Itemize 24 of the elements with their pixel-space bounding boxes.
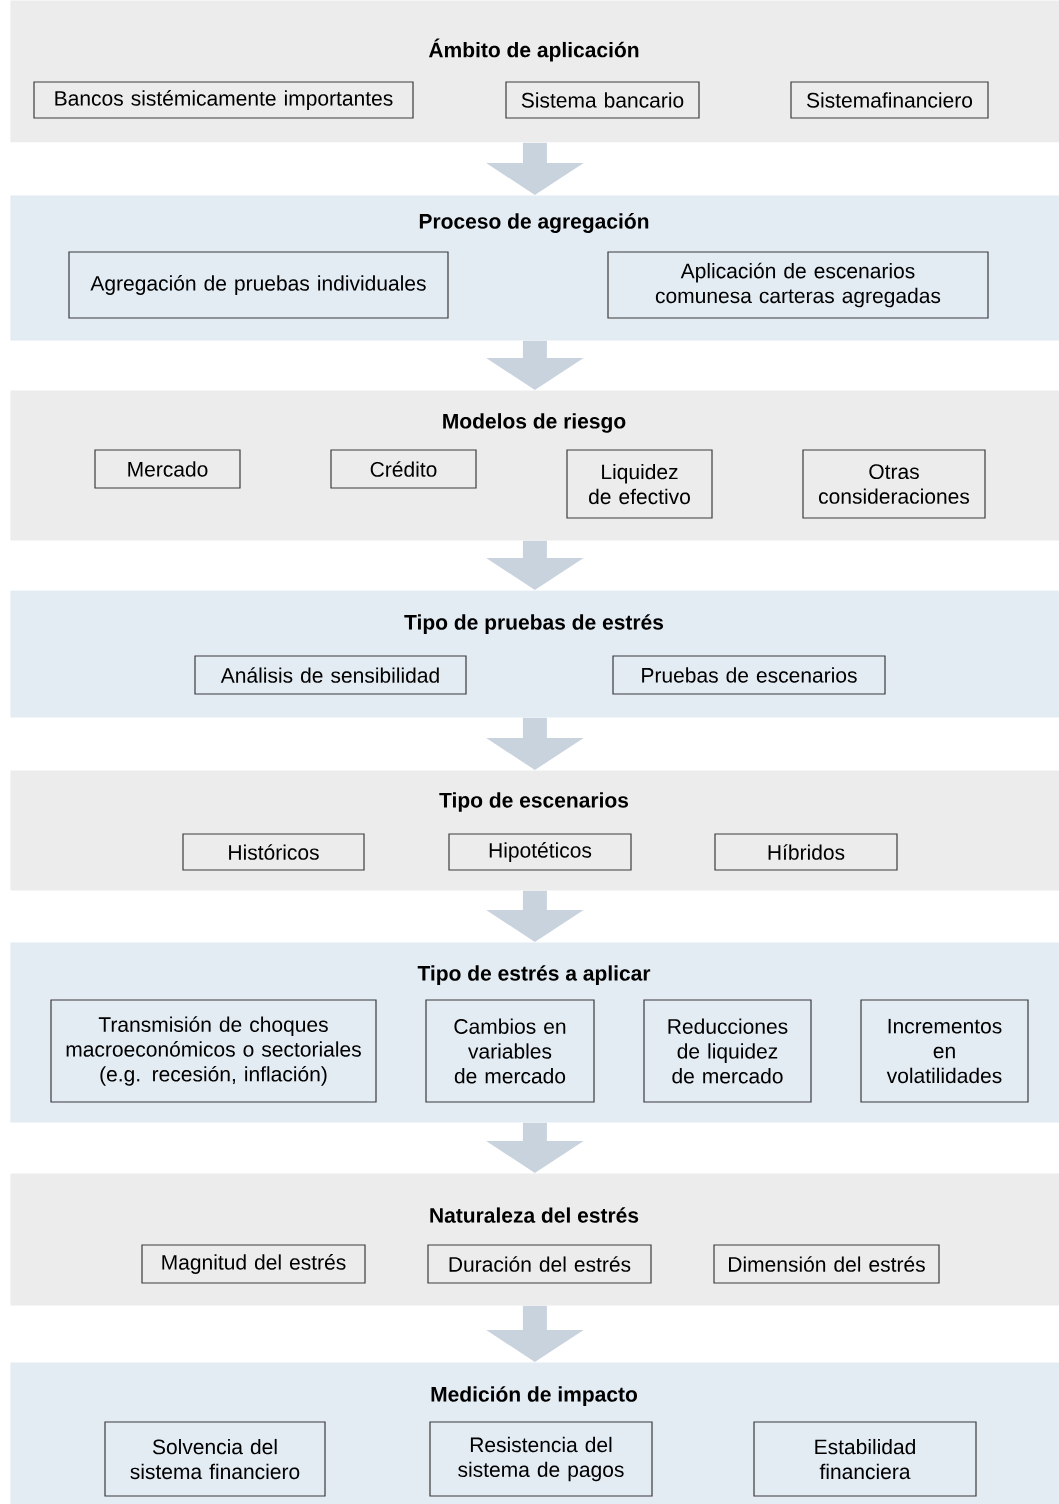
text-box: Reducciones de liquidez de mercado bbox=[643, 999, 812, 1103]
text-box: Bancos sistémicamente importantes bbox=[33, 81, 414, 119]
text-box: Estabilidad financiera bbox=[753, 1421, 977, 1497]
text-box: Hipotéticos bbox=[448, 833, 632, 871]
text-box: Cambios en variables de mercado bbox=[425, 999, 595, 1103]
text-box: Resistencia del sistema de pagos bbox=[429, 1421, 653, 1497]
text-box: Magnitud del estrés bbox=[141, 1244, 366, 1284]
text-box: Análisis de sensibilidad bbox=[194, 655, 467, 695]
text-box: Sistemafinanciero bbox=[790, 81, 989, 119]
text-box: Transmisión de choques macroeconómicos o sectoriales (e.g. recesión, inflación) bbox=[50, 999, 377, 1103]
text-box: Pruebas de escenarios bbox=[612, 655, 886, 695]
text-box: Liquidez de efectivo bbox=[566, 449, 713, 519]
text-box: Sistema bancario bbox=[505, 81, 700, 119]
text-box: Solvencia del sistema financiero bbox=[104, 1421, 326, 1497]
text-box: Dimensión del estrés bbox=[713, 1244, 940, 1284]
text-box: Otras consideraciones bbox=[802, 449, 986, 519]
text-box: Mercado bbox=[94, 449, 241, 489]
text-box: Duración del estrés bbox=[427, 1244, 652, 1284]
text-box: Históricos bbox=[182, 833, 365, 871]
text-box: Incrementos en volatilidades bbox=[860, 999, 1029, 1103]
text-box: Aplicación de escenarios comunesa carteras agregadas bbox=[607, 251, 989, 319]
text-box: Crédito bbox=[330, 449, 477, 489]
text-box: Agregación de pruebas individuales bbox=[68, 251, 449, 319]
text-box: Híbridos bbox=[714, 833, 898, 871]
